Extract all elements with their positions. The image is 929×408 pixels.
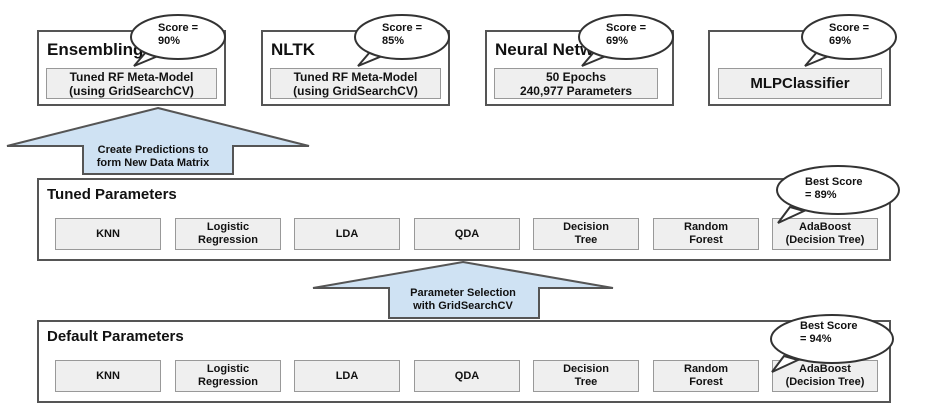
score-bubble: [801, 14, 897, 67]
method-box: AdaBoost (Decision Tree): [772, 360, 878, 392]
method-box: Decision Tree: [533, 360, 639, 392]
method-box: QDA: [414, 218, 520, 250]
layer-title: Default Parameters: [47, 328, 184, 345]
method-box: Logistic Regression: [175, 218, 281, 250]
method-label: QDA: [454, 227, 480, 240]
best-score-bubble: [776, 165, 900, 224]
score-bubble: [578, 14, 674, 67]
model-panel-nltk: NLTK Tuned RF Meta-Model (using GridSear…: [261, 30, 450, 106]
method-label: KNN: [96, 369, 120, 382]
best-score-text: Best Score = 89%: [805, 176, 863, 201]
method-box: Logistic Regression: [175, 360, 281, 392]
arrow-label: Create Predictions to form New Data Matr…: [96, 144, 210, 169]
method-box: Decision Tree: [533, 218, 639, 250]
method-label: Decision Tree: [563, 221, 609, 246]
tuned-parameters-panel: Tuned Parameters KNN Logistic Regression…: [37, 178, 891, 261]
method-box: Random Forest: [653, 360, 759, 392]
method-box: AdaBoost (Decision Tree): [772, 218, 878, 250]
model-detail-box: 50 Epochs 240,977 Parameters: [494, 68, 658, 99]
model-detail-text: 50 Epochs 240,977 Parameters: [519, 69, 633, 98]
method-box: LDA: [294, 218, 400, 250]
score-text: Score = 85%: [382, 22, 423, 47]
method-label: KNN: [96, 227, 120, 240]
panel-title: NLTK: [271, 40, 316, 59]
method-label: QDA: [454, 369, 480, 382]
up-arrow: [312, 260, 614, 319]
layer-title: Tuned Parameters: [47, 186, 177, 203]
method-box: KNN: [55, 218, 161, 250]
method-box: QDA: [414, 360, 520, 392]
method-label: AdaBoost (Decision Tree): [785, 363, 865, 388]
method-box: KNN: [55, 360, 161, 392]
up-arrow: [6, 106, 310, 175]
method-label: AdaBoost (Decision Tree): [785, 221, 865, 246]
method-label: Random Forest: [684, 363, 728, 388]
method-label: LDA: [335, 227, 359, 240]
method-label: Logistic Regression: [198, 363, 258, 388]
model-detail-box: Tuned RF Meta-Model (using GridSearchCV): [270, 68, 441, 99]
model-detail-text: Tuned RF Meta-Model (using GridSearchCV): [69, 69, 194, 98]
method-box: LDA: [294, 360, 400, 392]
method-box: Random Forest: [653, 218, 759, 250]
panel-title: Ensembling: [47, 40, 144, 59]
model-detail-text: Tuned RF Meta-Model (using GridSearchCV): [293, 69, 418, 98]
score-text: Score = 69%: [606, 22, 647, 47]
model-detail-box: MLPClassifier: [718, 68, 882, 99]
score-bubble: [130, 14, 226, 67]
method-label: Logistic Regression: [198, 221, 258, 246]
method-label: LDA: [335, 369, 359, 382]
model-detail-text: MLPClassifier: [750, 74, 850, 92]
score-text: Score = 90%: [158, 22, 199, 47]
score-text: Score = 69%: [829, 22, 870, 47]
best-score-text: Best Score = 94%: [800, 320, 858, 345]
score-bubble: [354, 14, 450, 67]
method-label: Random Forest: [684, 221, 728, 246]
default-parameters-panel: Default Parameters KNN Logistic Regressi…: [37, 320, 891, 403]
method-label: Decision Tree: [563, 363, 609, 388]
arrow-label: Parameter Selection with GridSearchCV: [410, 287, 516, 312]
model-detail-box: Tuned RF Meta-Model (using GridSearchCV): [46, 68, 217, 99]
best-score-bubble: [770, 314, 894, 373]
